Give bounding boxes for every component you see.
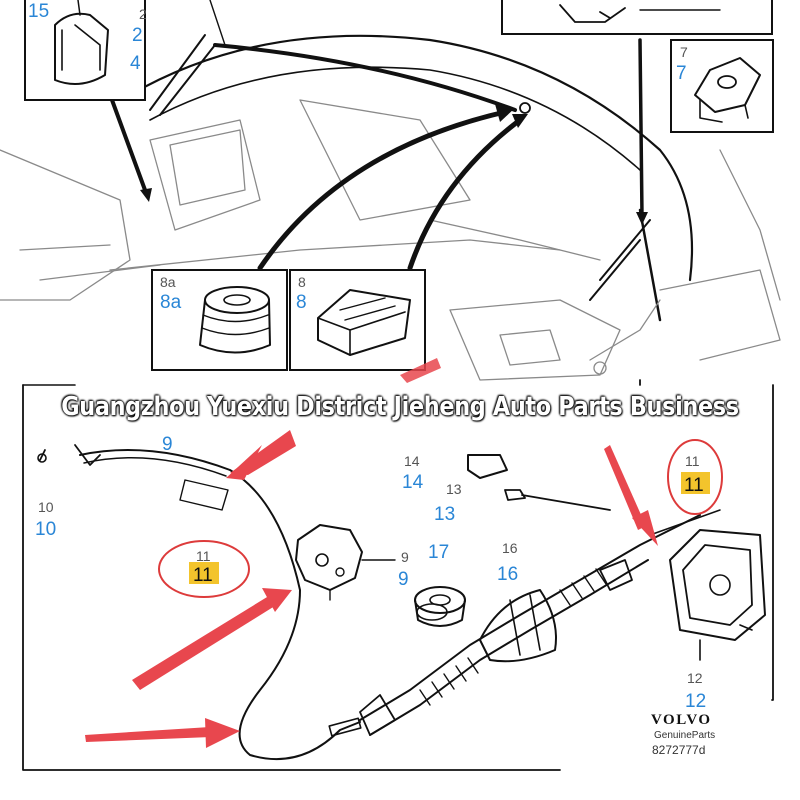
callout-13: 13 — [434, 504, 455, 525]
callout-9: 9 — [398, 569, 409, 590]
callout-14: 14 — [402, 472, 424, 493]
callout-9-top: 9 — [162, 434, 173, 455]
ghost-label-13: 13 — [446, 481, 462, 497]
callout-8a: 8a — [160, 292, 182, 313]
callout-2: 2 — [132, 25, 143, 46]
ghost-label-9: 9 — [401, 549, 409, 565]
callout-11-right: 11 — [684, 475, 704, 496]
watermark-text: Guangzhou Yuexiu District Jieheng Auto P… — [61, 392, 739, 422]
ghost-label-7: 7 — [680, 44, 688, 60]
ghost-label-10: 10 — [38, 499, 54, 515]
detail-box-8 — [289, 269, 426, 371]
ghost-labels: 2 7 8a 8 9 10 11 11 12 13 14 16 — [38, 6, 703, 686]
yellow-highlights — [189, 472, 710, 584]
callout-11-left: 11 — [193, 565, 213, 586]
genuine-parts-text: GenuineParts — [654, 730, 715, 741]
callout-11-highlighted: 11 11 — [193, 475, 704, 586]
callout-12: 12 — [685, 691, 706, 712]
callout-15: 15 — [28, 1, 49, 22]
callout-numbers: 15 2 4 7 8a 8 9 9 10 14 13 17 16 12 — [28, 1, 706, 712]
ghost-label-12: 12 — [687, 670, 703, 686]
detail-box-7 — [670, 39, 774, 133]
callout-16: 16 — [497, 564, 518, 585]
red-arrows — [85, 358, 658, 748]
brand-block: VOLVO GenuineParts 8272777d — [651, 712, 715, 757]
ghost-label-11-right: 11 — [685, 453, 700, 469]
detail-box-8a — [151, 269, 288, 371]
ghost-label-8a: 8a — [160, 274, 176, 290]
bottom-panel — [22, 379, 774, 771]
ghost-label-8: 8 — [298, 274, 306, 290]
engine-bay-illustration — [0, 0, 781, 381]
ghost-label-11-left: 11 — [196, 548, 211, 564]
detail-box-top-right — [501, 0, 773, 35]
callout-8: 8 — [296, 292, 307, 313]
highlight-rings — [158, 439, 723, 598]
callout-4: 4 — [130, 53, 141, 74]
part-number: 8272777d — [652, 743, 705, 757]
callout-17: 17 — [428, 542, 449, 563]
detail-box-15 — [24, 0, 146, 101]
pointer-arrows — [110, 38, 648, 271]
volvo-logo: VOLVO — [651, 712, 712, 728]
ghost-label-16: 16 — [502, 540, 518, 556]
callout-10: 10 — [35, 519, 56, 540]
ghost-label-2: 2 — [139, 6, 147, 22]
ghost-label-14: 14 — [404, 453, 420, 469]
callout-7: 7 — [676, 63, 687, 84]
